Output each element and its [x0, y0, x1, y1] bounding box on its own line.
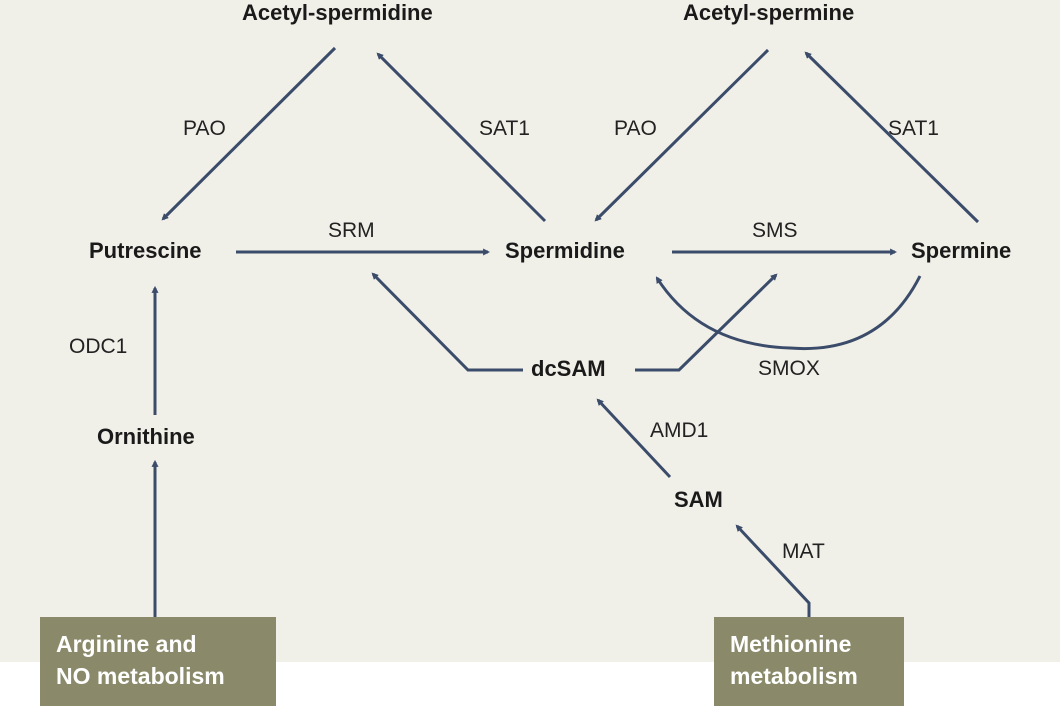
arrow-pao-acetylspermidine-to-putrescine: [161, 46, 337, 221]
metabolite-sam: SAM: [674, 487, 723, 512]
source-box-arginine-no-metabolism: Arginine and NO metabolism: [40, 617, 276, 706]
enzyme-mat: MAT: [782, 540, 825, 563]
arrow-dcsam-to-spermidine: [371, 272, 523, 372]
source-arginine-line2: NO metabolism: [56, 662, 225, 689]
metabolite-ornithine: Ornithine: [97, 424, 195, 449]
enzyme-odc1: ODC1: [69, 335, 128, 358]
arrow-dcsam-to-spermine: [635, 273, 778, 372]
metabolite-putrescine: Putrescine: [89, 238, 202, 263]
enzyme-pao-left: PAO: [183, 117, 226, 140]
source-methionine-line1: Methionine: [730, 631, 852, 657]
metabolite-dcsam: dcSAM: [531, 356, 606, 381]
source-box-methionine-metabolism: Methionine metabolism: [714, 617, 904, 706]
diagram-background: [0, 0, 1060, 662]
enzyme-pao-right: PAO: [614, 117, 657, 140]
enzyme-smox: SMOX: [758, 357, 820, 380]
enzyme-sms: SMS: [752, 219, 798, 242]
enzyme-srm: SRM: [328, 219, 375, 242]
metabolite-spermidine: Spermidine: [505, 238, 625, 263]
arrow-smox-spermine-to-spermidine: [655, 275, 922, 351]
arrow-amd1-sam-to-dcsam: [596, 398, 672, 479]
metabolite-spermine: Spermine: [911, 238, 1012, 263]
source-arginine-line1: Arginine and: [56, 631, 197, 657]
enzyme-sat1-right: SAT1: [888, 117, 939, 140]
arrow-sat1-spermidine-to-acetylspermidine: [376, 52, 547, 223]
enzyme-sat1-left: SAT1: [479, 117, 530, 140]
enzyme-amd1: AMD1: [650, 419, 709, 442]
metabolite-acetyl-spermine: Acetyl-spermine: [683, 0, 855, 25]
arrow-sat1-spermine-to-acetylspermine: [804, 51, 980, 224]
arrow-mat-methionine-to-sam: [735, 524, 811, 617]
metabolite-acetyl-spermidine: Acetyl-spermidine: [242, 0, 433, 25]
arrow-pao-acetylspermine-to-spermidine: [594, 48, 770, 222]
source-methionine-line2: metabolism: [730, 662, 858, 689]
